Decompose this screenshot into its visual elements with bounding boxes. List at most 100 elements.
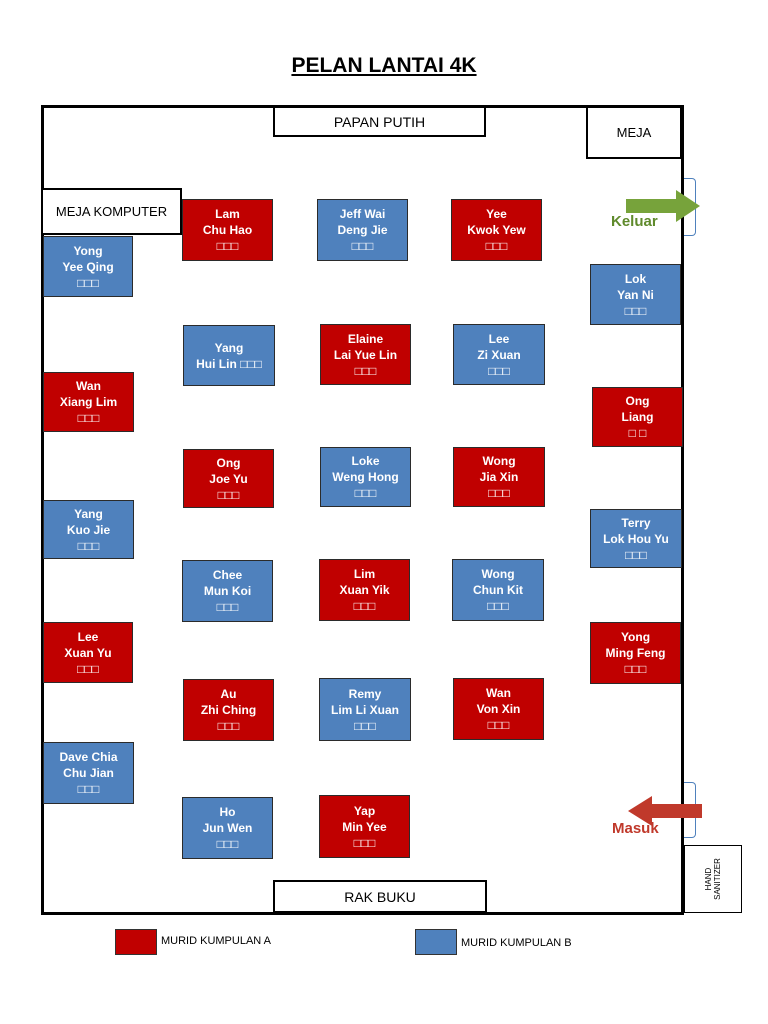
student-name-line: Elaine [347, 331, 384, 346]
legend-swatch-group-a [115, 929, 157, 955]
student-name-line: Yap [353, 803, 376, 818]
student-name-line: □□□ [216, 239, 239, 253]
student-name-line: Lim Li Xuan [330, 702, 399, 717]
student-name-line: □□□ [487, 718, 510, 732]
student-name-line: □□□ [488, 486, 510, 500]
exit-label: Keluar [611, 213, 658, 230]
student-name-line: □□□ [216, 837, 239, 851]
student-name-line: Ho [219, 805, 236, 819]
student-name-line: □□□ [624, 662, 647, 676]
student-name-line: □□□ [353, 835, 376, 850]
exit-arrow-icon [626, 190, 700, 222]
computer-table: MEJA KOMPUTER [41, 188, 182, 235]
student-name-line: Lok Hou Yu [603, 531, 669, 546]
student-name-line: Loke [351, 454, 380, 468]
bookshelf-label: RAK BUKU [344, 888, 416, 905]
student-name-line: Au [220, 687, 237, 701]
student-name-line: Yan Ni [617, 287, 654, 302]
student-name-line: Lee [77, 629, 99, 644]
student-name-line: □□□ [77, 538, 100, 553]
legend-label-group-b: MURID KUMPULAN B [461, 937, 572, 949]
student-name-line: Joe Yu [209, 471, 248, 486]
student-name-line: Wan [76, 379, 101, 393]
student-name-line: □□□ [488, 363, 510, 378]
student-name-line: Wan [486, 686, 511, 700]
legend-swatch-group-b [415, 929, 457, 955]
whiteboard-label: PAPAN PUTIH [333, 113, 426, 130]
student-name-line: Wong [481, 567, 515, 581]
student-name-line: □□□ [77, 661, 99, 676]
student-name-line: Yong [73, 243, 103, 258]
student-name-line: □□□ [354, 363, 377, 378]
student-name-line: Zi Xuan [477, 347, 521, 362]
student-name-line: Dave Chia [59, 750, 118, 764]
student-name-line: Deng Jie [337, 223, 388, 237]
student-name-line: Kuo Jie [66, 522, 111, 537]
computer-table-label: MEJA KOMPUTER [55, 204, 168, 219]
hand-sanitizer: HAND SANITIZER [684, 845, 742, 913]
student-name-line: □□□ [217, 487, 240, 502]
student-name-line: □□□ [353, 599, 376, 613]
student-name-line: Terry [621, 515, 651, 530]
entrance-label: Masuk [612, 820, 659, 837]
student-name-line: Jia Xin [479, 470, 519, 484]
student-name-line: Kwok Yew [467, 223, 526, 237]
student-name-line: Weng Hong [332, 470, 399, 484]
page-title: PELAN LANTAI 4K [291, 54, 477, 77]
student-name-line: Mun Koi [203, 584, 252, 598]
student-name-line: Jeff Wai [339, 207, 386, 221]
student-name-line: Xiang Lim [59, 395, 118, 409]
student-name-line: □□□ [354, 718, 376, 733]
sanitizer-label-line1: HAND [704, 867, 713, 891]
student-name-line: Chun Kit [473, 583, 523, 597]
student-name-line: Lam [215, 207, 240, 221]
student-name-line: □□□ [77, 411, 100, 425]
student-name-line: Ong [216, 455, 241, 470]
student-name-line: □□□ [354, 486, 377, 500]
student-name-line: □□□ [217, 719, 240, 733]
teacher-table: MEJA [586, 106, 682, 159]
sanitizer-label-line2: SANITIZER [713, 858, 722, 900]
student-name-line: Remy [348, 686, 382, 701]
student-name-line: Lok [624, 271, 647, 286]
student-name-line: Xuan Yu [64, 645, 112, 660]
student-name-line: □□□ [216, 600, 239, 614]
student-name-line: Jun Wen [202, 821, 253, 835]
student-name-line: Min Yee [342, 819, 387, 834]
student-name-line: Chee [212, 568, 243, 582]
teacher-table-label: MEJA [616, 125, 652, 140]
student-name-line: □□□ [624, 303, 647, 318]
student-name-line: □□□ [351, 239, 374, 253]
student-name-line: Lai Yue Lin [333, 347, 398, 362]
student-name-line: Xuan Yik [339, 583, 390, 597]
student-name-line: Ming Feng [605, 646, 666, 660]
student-name-line: Yang [74, 506, 103, 521]
student-name-line: Lee [488, 331, 510, 346]
student-name-line: Yee Qing [62, 259, 114, 274]
student-name-line: Wong [482, 454, 516, 468]
legend-label-group-a: MURID KUMPULAN A [161, 935, 272, 947]
